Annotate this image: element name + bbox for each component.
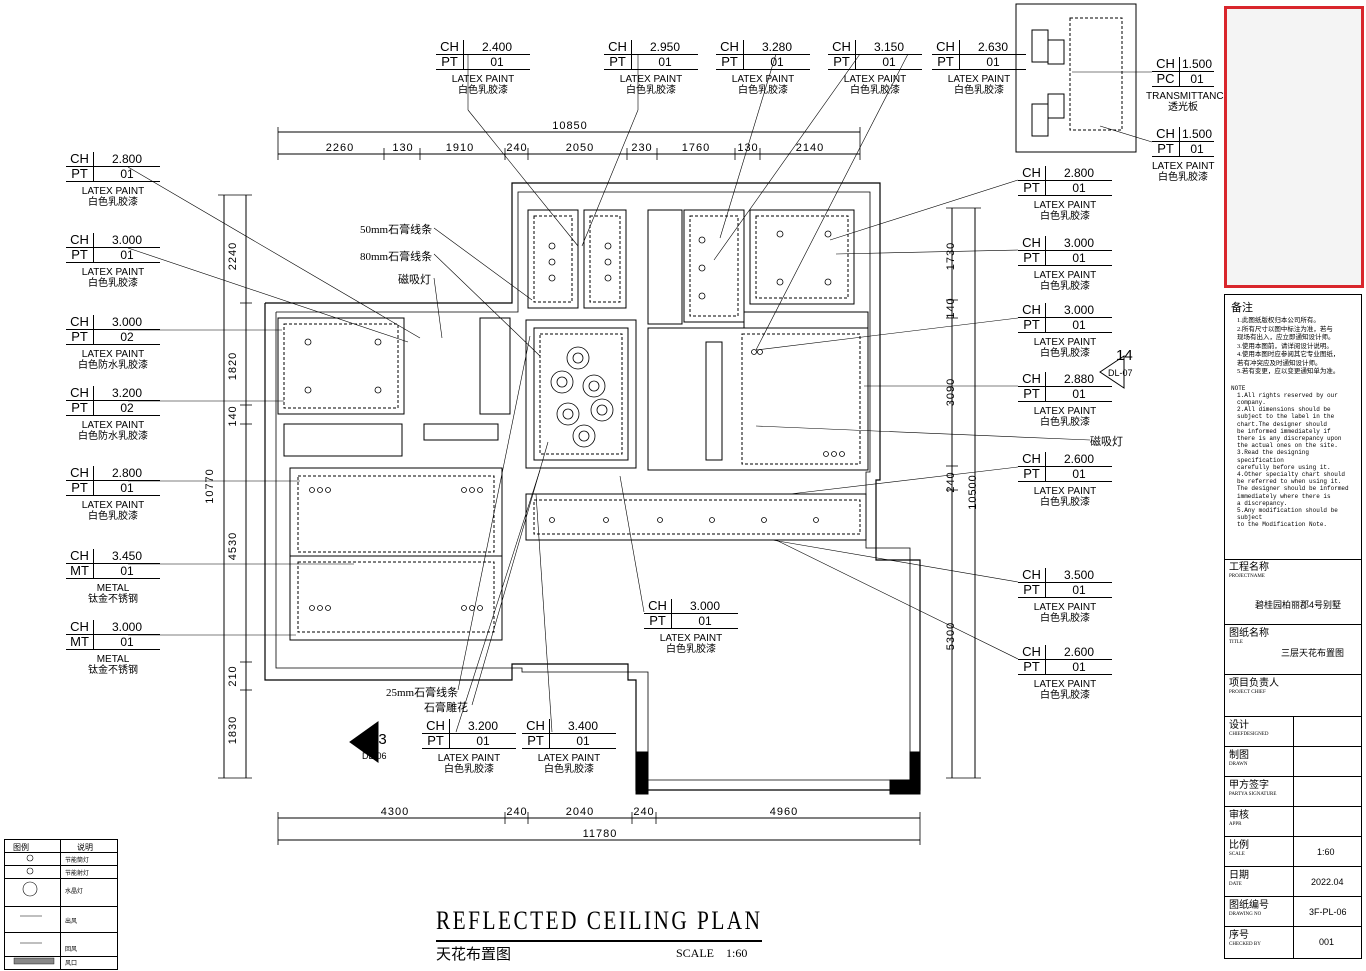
top-dim: 130	[737, 142, 759, 154]
tb-date: 日期 DATE 2022.04	[1224, 866, 1362, 897]
preview-frame	[1224, 6, 1364, 288]
legend-item: 回风	[65, 947, 78, 953]
bottom-dim: 240	[633, 806, 655, 818]
right-dim: 5300	[945, 621, 957, 651]
right-total-dim: 10500	[967, 474, 979, 510]
bottom-dim: 240	[506, 806, 528, 818]
tb-chief: 项目负责人 PROJECT CHIEF	[1224, 674, 1362, 717]
left-dim: 1830	[227, 715, 239, 745]
tb-design: 设计 CHIEFDESIGNED	[1224, 716, 1362, 747]
callout-gypsum-80: 80mm石膏线条	[360, 251, 433, 263]
bottom-dim: 4960	[769, 806, 799, 818]
top-dim: 2050	[565, 142, 595, 154]
top-dim: 2140	[795, 142, 825, 154]
callout-magnetic-light: 磁吸灯	[1090, 436, 1123, 448]
bottom-dim: 2040	[565, 806, 595, 818]
right-dim: 1730	[945, 241, 957, 271]
left-dim: 210	[227, 665, 239, 687]
legend-item: 节能筒灯	[65, 858, 90, 864]
callout-gypsum-25: 25mm石膏线条	[386, 687, 459, 699]
right-dim: 3090	[945, 377, 957, 407]
section-marker-ref: DL-06	[362, 751, 387, 761]
right-dim: 140	[945, 297, 957, 319]
tb-scale: 比例 SCALE 1:60	[1224, 836, 1362, 867]
left-total-dim: 10770	[204, 468, 216, 504]
top-total-dim: 10850	[552, 120, 588, 132]
tb-drawing-no: 图纸编号 DRAWING NO 3F-PL-06	[1224, 896, 1362, 927]
section-marker-number: 13	[370, 731, 387, 748]
top-dim: 1760	[681, 142, 711, 154]
callout-magnetic-light: 磁吸灯	[398, 274, 431, 286]
legend-col-symbol: 图例	[13, 843, 29, 852]
callout-gypsum-50: 50mm石膏线条	[360, 224, 433, 236]
bottom-total-dim: 11780	[582, 828, 618, 840]
tb-approved: 审核 APPR	[1224, 806, 1362, 837]
drawing-title: REFLECTED CEILING PLAN	[436, 906, 763, 935]
drawing-subtitle: 天花布置图	[436, 947, 512, 963]
legend-item: 水晶灯	[65, 889, 84, 895]
legend-item: 风口	[65, 961, 78, 967]
notes-panel: 备注 1.此图纸版权归本公司所有。2.所有尺寸以图中标注为准，若与 现场有出入，…	[1224, 294, 1362, 560]
tb-project: 工程名称 PROJECTNAME 碧桂园柏丽郡4号别墅	[1224, 558, 1362, 625]
section-marker-number: 14	[1116, 347, 1133, 364]
top-dim: 130	[392, 142, 414, 154]
legend-item: 节能射灯	[65, 871, 90, 877]
callout-gypsum-carving: 石膏雕花	[424, 702, 468, 714]
left-dim: 4530	[227, 531, 239, 561]
drawing-scale: SCALE 1:60	[676, 946, 748, 960]
left-dim: 1820	[227, 351, 239, 381]
top-dim: 230	[631, 142, 653, 154]
tb-drawn: 制图 DRAWN	[1224, 746, 1362, 777]
left-dim: 2240	[227, 241, 239, 271]
legend-item: 出风	[65, 919, 78, 925]
legend-col-desc: 说明	[77, 843, 93, 852]
title-block: 备注 1.此图纸版权归本公司所有。2.所有尺寸以图中标注为准，若与 现场有出入，…	[1224, 6, 1364, 960]
bottom-dim: 4300	[380, 806, 410, 818]
left-dim: 140	[227, 405, 239, 427]
section-marker-ref: DL-07	[1108, 368, 1133, 378]
tb-sequence: 序号 CHECKED BY 001	[1224, 926, 1362, 959]
top-dim: 1910	[445, 142, 475, 154]
top-dim: 240	[506, 142, 528, 154]
top-dim: 2260	[325, 142, 355, 154]
tb-title: 图纸名称 TITLE 三层天花布置图	[1224, 624, 1362, 675]
symbol-legend: 图例 说明 节能筒灯 节能射灯 水晶灯 出风 回风 风口	[4, 839, 118, 970]
tb-signature: 甲方签字 PARTYA SIGNATURE	[1224, 776, 1362, 807]
right-dim: 240	[945, 471, 957, 493]
